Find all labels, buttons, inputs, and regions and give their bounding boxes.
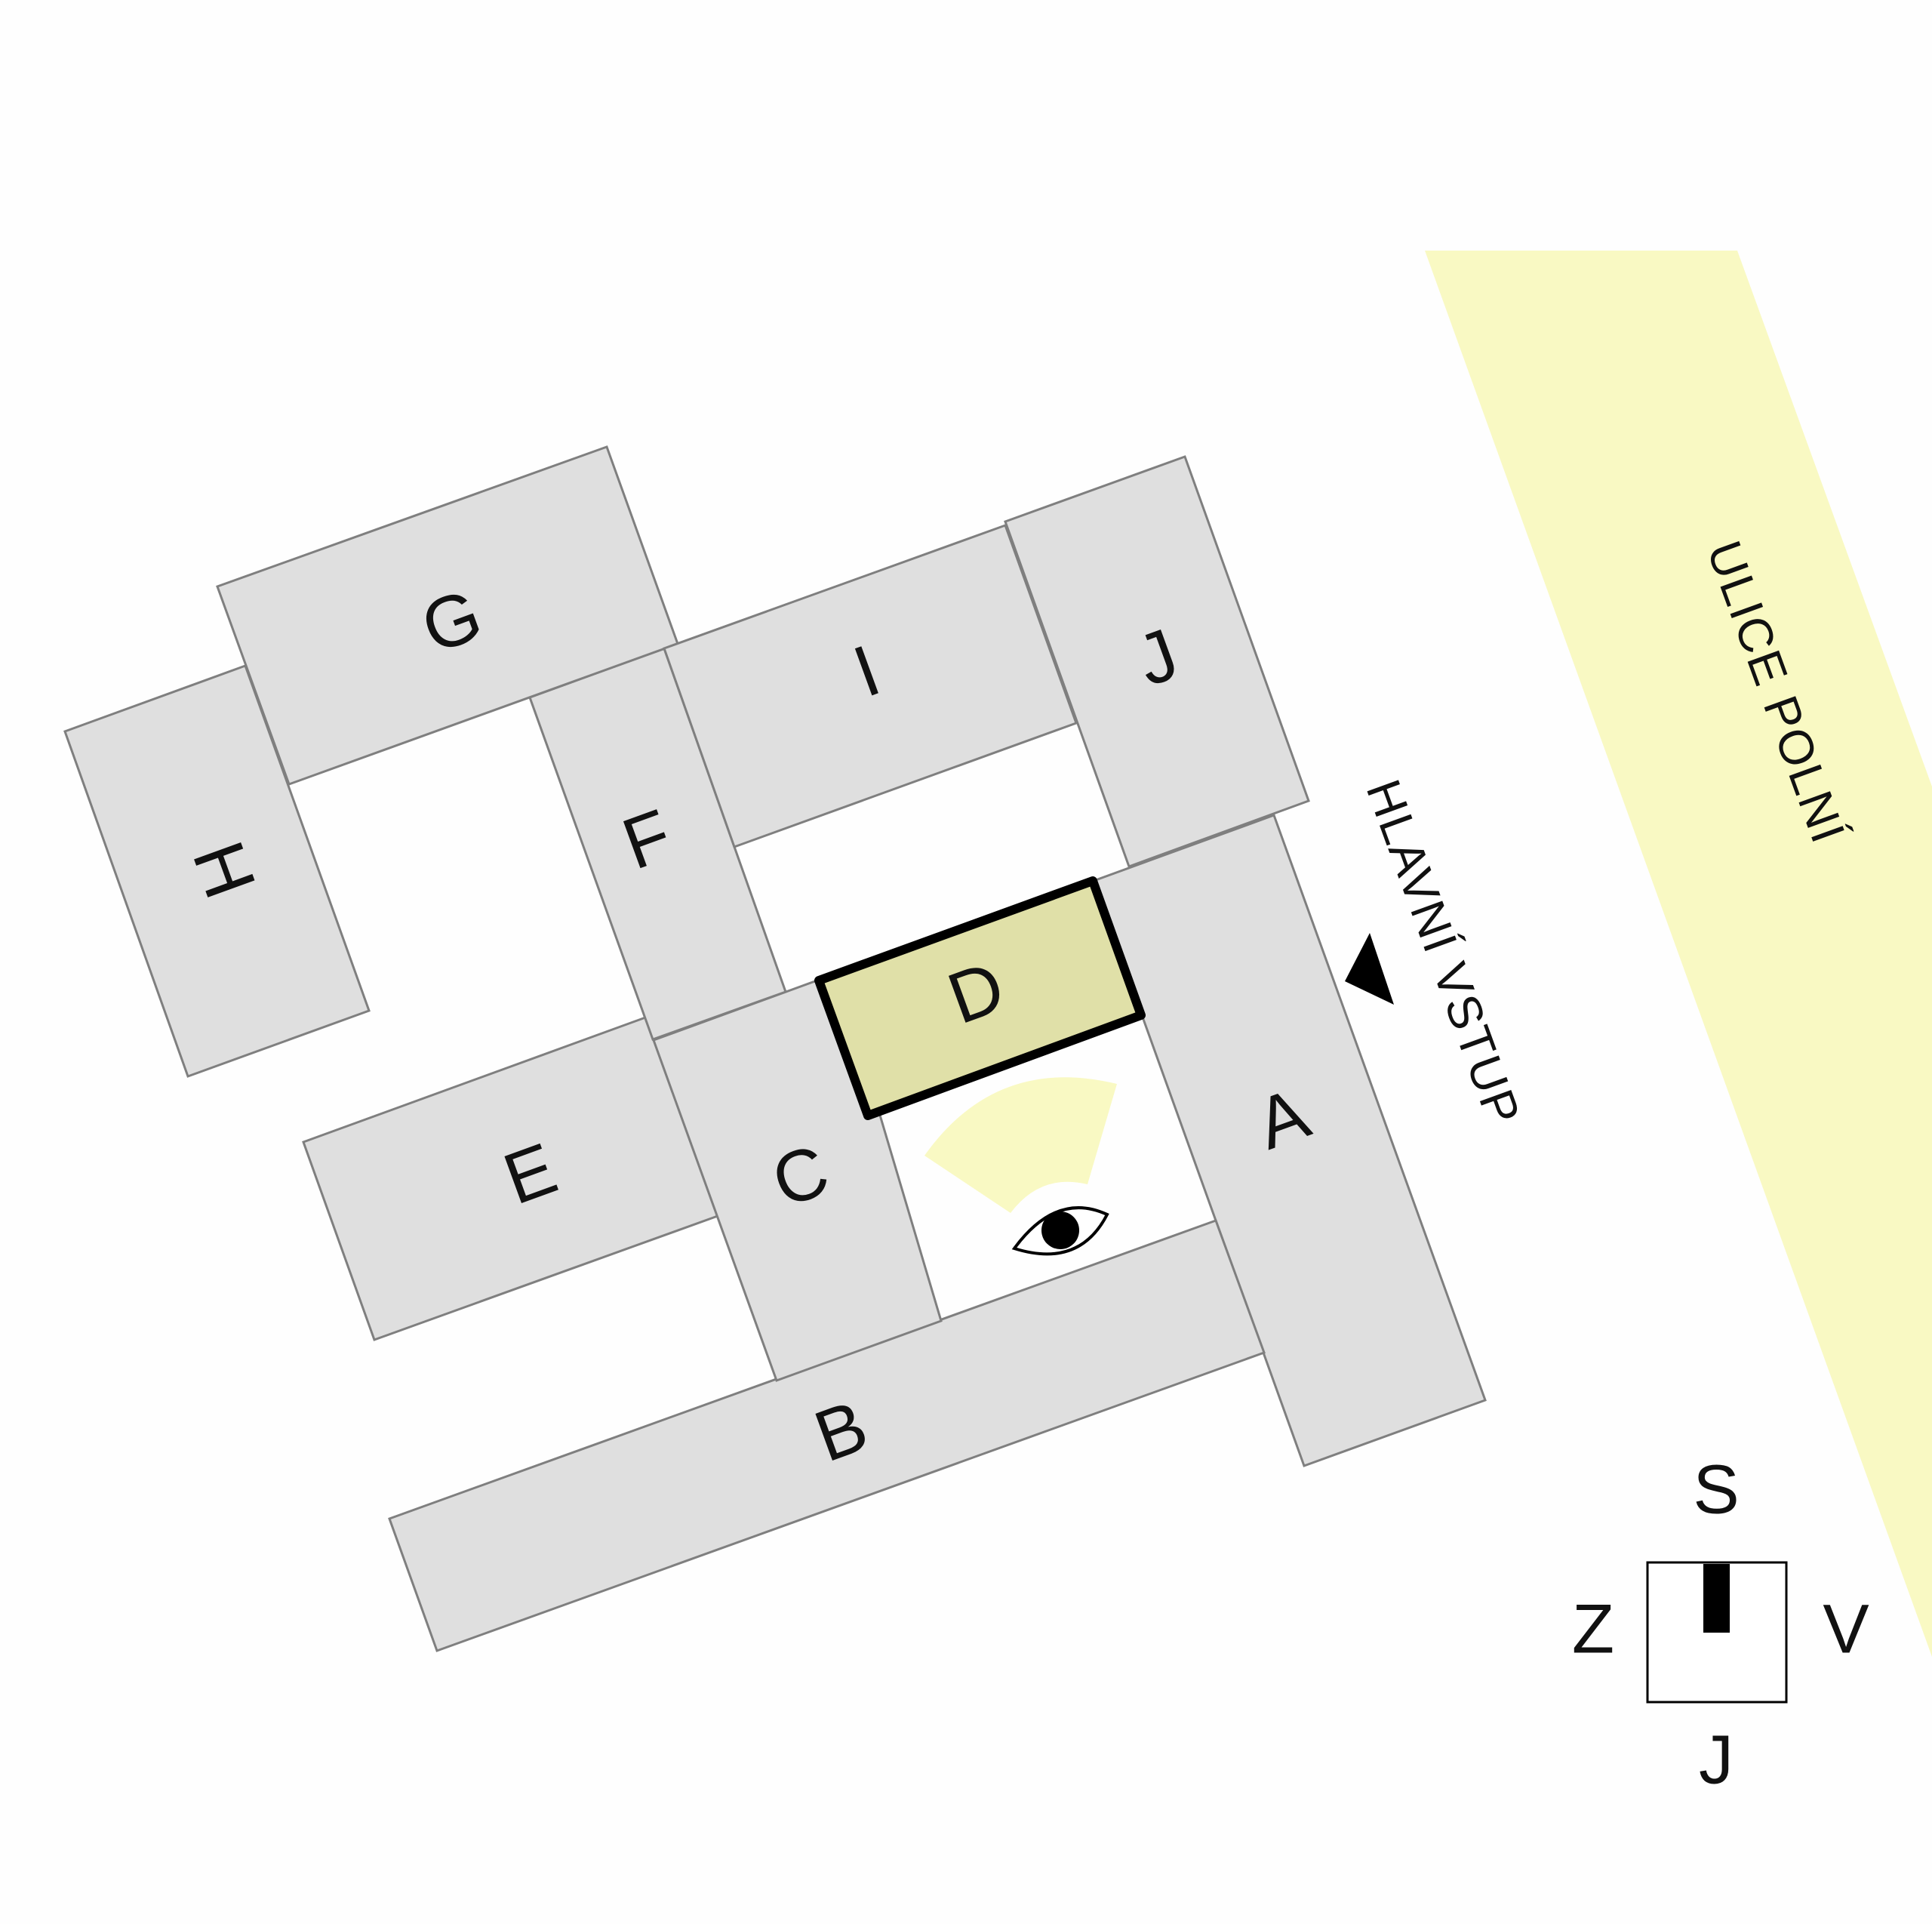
building-d-highlighted[interactable] [814, 876, 1146, 1120]
street-ulice-polni [1425, 251, 1932, 1657]
compass-needle [1703, 1564, 1730, 1633]
compass-north: S [1693, 1451, 1739, 1528]
building-i[interactable] [663, 524, 1078, 848]
building-j[interactable] [1004, 455, 1310, 868]
main-entrance-label: HLAVNÍ VSTUP [1356, 773, 1531, 1133]
compass-east: V [1823, 1590, 1869, 1667]
triangle-arrow-icon [1345, 933, 1394, 1005]
compass-west: Z [1572, 1590, 1614, 1667]
compass: S J Z V [1572, 1451, 1869, 1798]
eye-icon [1011, 1206, 1109, 1256]
view-cone [924, 1077, 1117, 1213]
compass-south: J [1699, 1721, 1734, 1798]
buildings [63, 445, 1487, 1652]
building-h[interactable] [63, 664, 371, 1078]
